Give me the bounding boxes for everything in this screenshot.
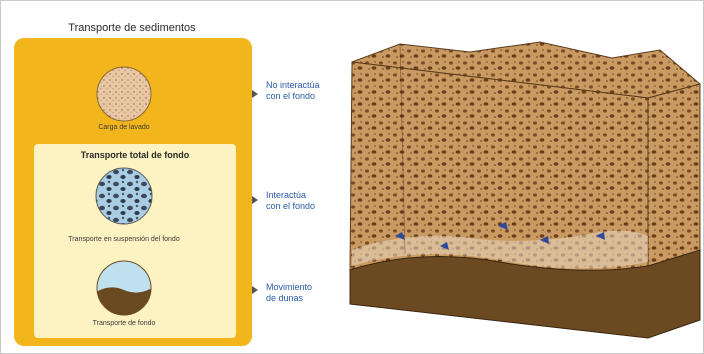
annotation-dunes: Movimiento de dunas (266, 282, 312, 304)
annotation-interaction: Interactúa con el fondo (266, 190, 315, 212)
annotation-interaction-line1: Interactúa (266, 190, 315, 201)
bed-load-caption: Transporte de fondo (64, 320, 184, 327)
annotation-interaction-line2: con el fondo (266, 201, 315, 212)
wash-load-caption: Carga de lavado (84, 124, 164, 131)
annotation-no-interaction: No interactúa con el fondo (266, 80, 320, 102)
suspended-load-circle (96, 168, 152, 224)
annotation-arrows (252, 90, 258, 294)
bed-load-circle (96, 260, 152, 316)
annotation-dunes-line1: Movimiento (266, 282, 312, 293)
annotation-dunes-line2: de dunas (266, 293, 312, 304)
annotation-no-interaction-line1: No interactúa (266, 80, 320, 91)
wash-load-circle (97, 67, 151, 121)
annotation-no-interaction-line2: con el fondo (266, 91, 320, 102)
suspended-load-caption: Transporte en suspensión del fondo (36, 236, 212, 243)
